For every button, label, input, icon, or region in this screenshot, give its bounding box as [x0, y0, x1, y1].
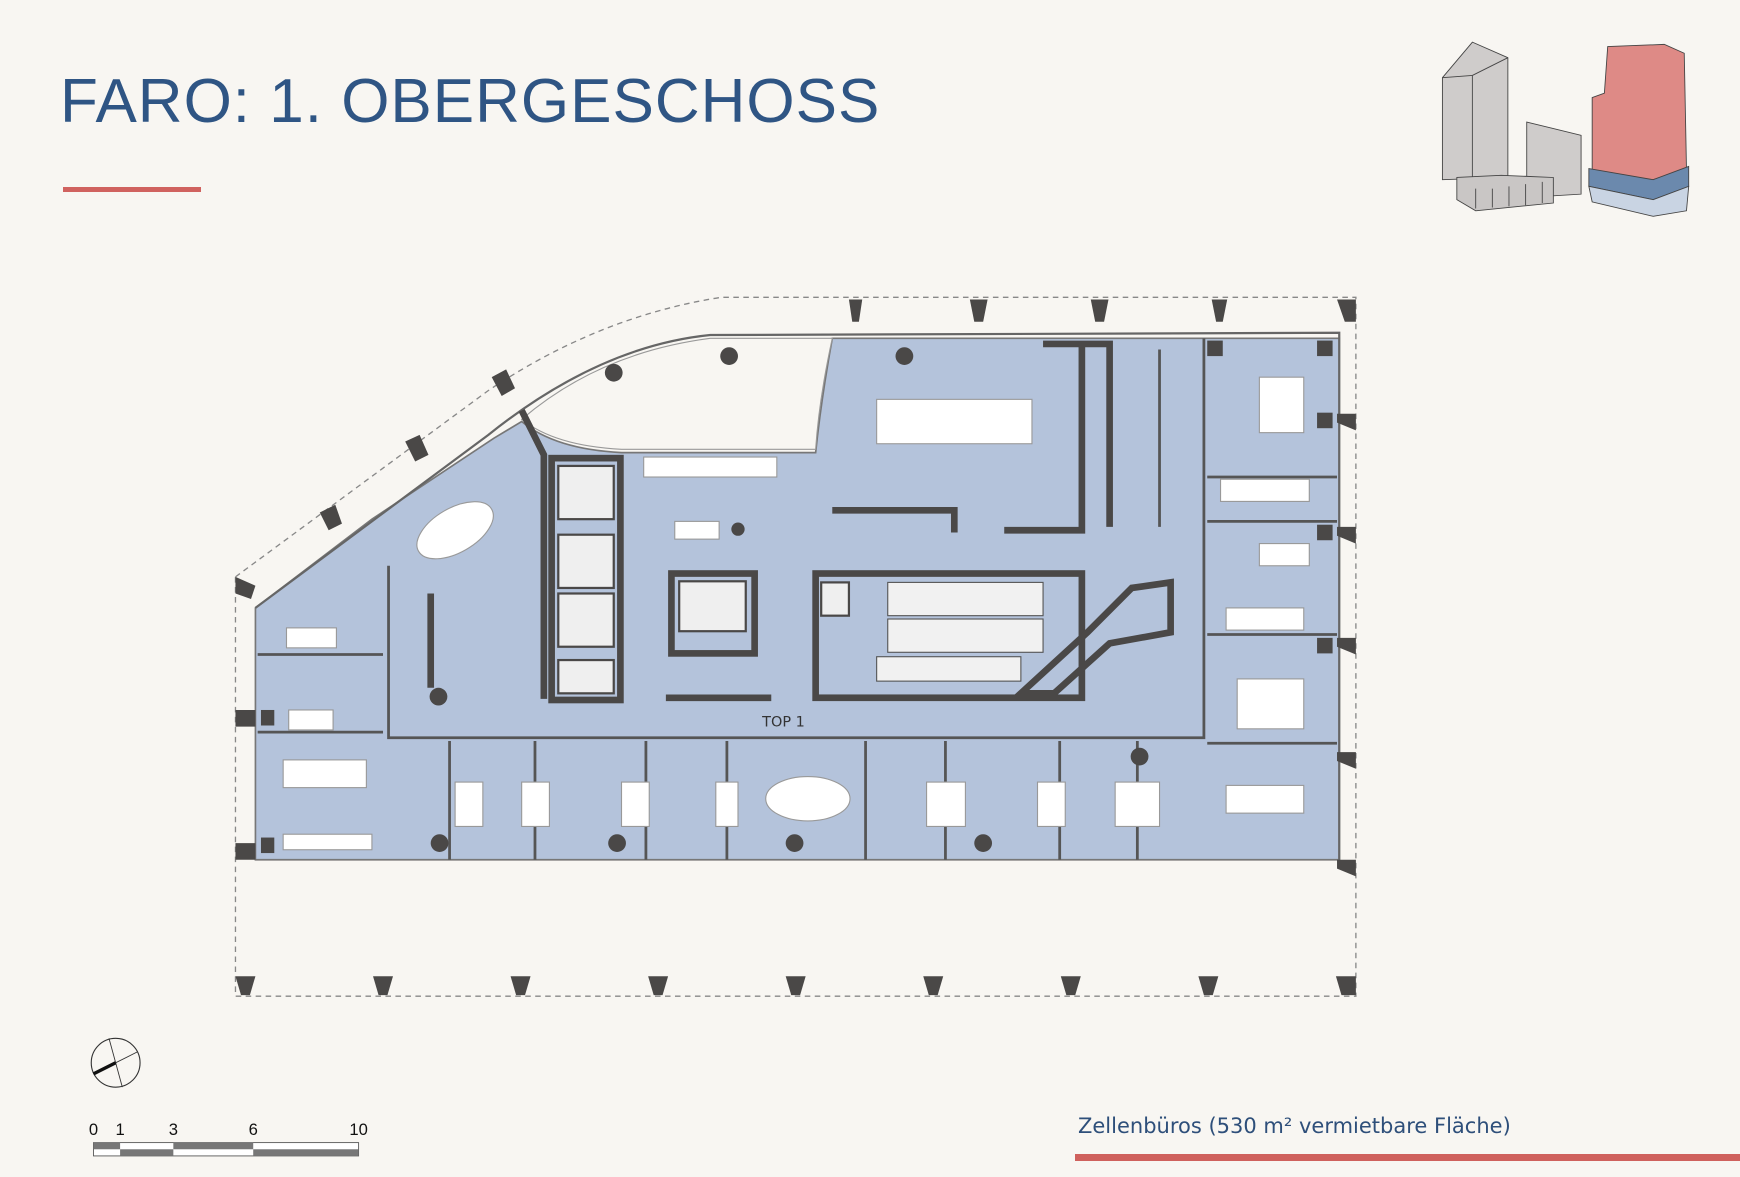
facade-columns	[235, 299, 1356, 996]
scale-tick-label: 10	[349, 1120, 368, 1139]
building-key-illustration	[1441, 41, 1690, 217]
north-arrow-icon	[90, 1037, 141, 1088]
title-underline	[63, 187, 201, 192]
scale-bar: 0 1 3 6 10	[89, 1120, 368, 1157]
stairs	[876, 581, 1044, 682]
courtyard	[520, 337, 833, 450]
caption-underline	[1075, 1154, 1740, 1161]
scale-tick-label: 1	[115, 1120, 124, 1139]
scale-tick-label: 6	[249, 1120, 258, 1139]
page-title: FARO: 1. OBERGESCHOSS	[60, 67, 881, 136]
scale-tick-label: 0	[89, 1120, 98, 1139]
core-walls	[427, 340, 1174, 704]
outer-outline	[234, 296, 1357, 997]
scale-tick-label: 3	[169, 1120, 178, 1139]
floor-area-caption: Zellenbüros (530 m² vermietbare Fläche)	[1078, 1114, 1511, 1138]
round-columns	[429, 347, 1149, 852]
unit-label: TOP 1	[761, 715, 805, 731]
furniture	[282, 376, 1310, 851]
